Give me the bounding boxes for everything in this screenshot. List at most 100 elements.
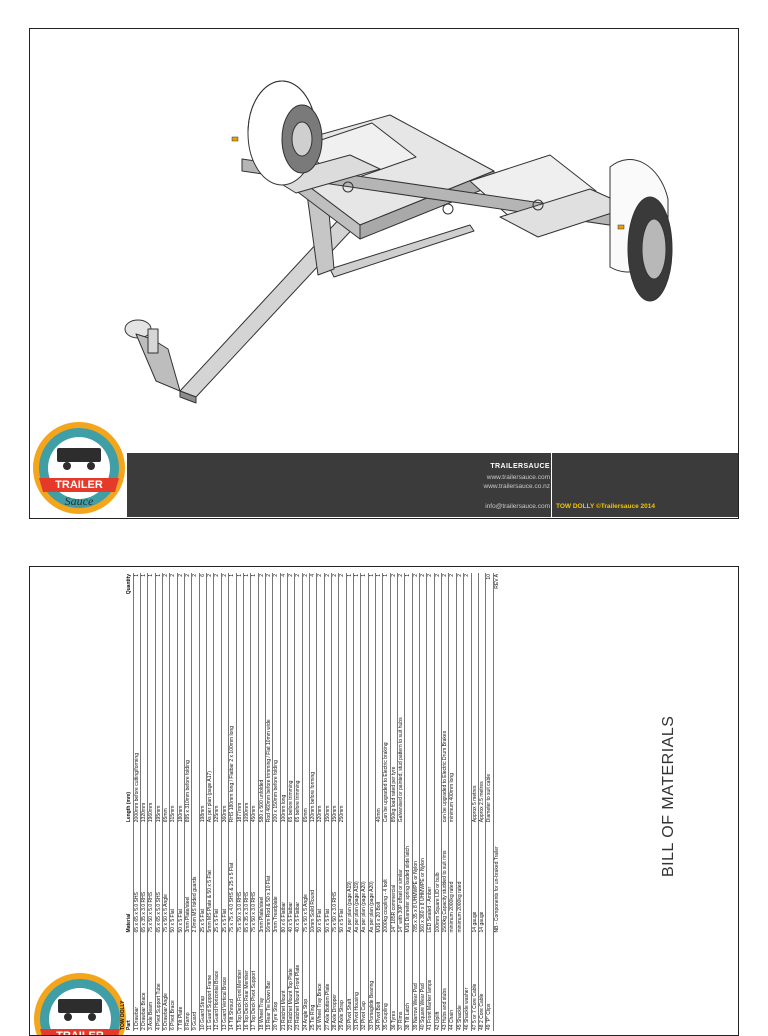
length-cell: minimum 400mm long — [448, 615, 457, 824]
length-cell: 1960mm — [147, 615, 156, 824]
quantity-cell: 2 — [324, 573, 332, 616]
quantity-cell: 1 — [346, 573, 354, 616]
length-cell: Diameter to suit cable — [485, 615, 494, 824]
length-cell: 65mm — [162, 615, 170, 824]
material-cell: 50 x 5 Flat — [169, 823, 178, 934]
banner-divider — [551, 453, 552, 517]
length-cell: 1877mm — [236, 615, 244, 824]
length-cell — [434, 615, 442, 824]
title-banner: TRAILERSAUCE www.trailersauce.com www.tr… — [127, 453, 738, 517]
part-cell: 4 Pivot Support Tube — [155, 933, 163, 1031]
material-cell: 14" with 30P offset or similar — [397, 823, 405, 934]
length-cell: 180mm — [177, 615, 185, 824]
quantity-cell: 1 — [404, 573, 413, 616]
part-cell: 29 Axle Strap — [338, 933, 347, 1031]
length-cell: 100mm long — [280, 615, 288, 824]
material-cell: 50 x 5 Flat — [324, 823, 332, 934]
quantity-cell — [471, 573, 479, 616]
material-cell: 16mm Rod & 50 x 10 Flat — [265, 823, 273, 934]
material-cell: 785 x 35 x 8 UHMWPE or Nylon — [412, 823, 420, 934]
part-cell: 26 Wheel Tray Brace — [316, 933, 325, 1031]
quantity-cell: 1 — [360, 573, 369, 616]
material-cell: As per plan (page A20) — [368, 823, 376, 934]
material-cell: 75 x 50 x 5.0 RHS — [147, 823, 156, 934]
quantity-cell: 2 — [316, 573, 325, 616]
length-cell — [191, 615, 200, 824]
quantity-cell: 2 — [463, 573, 471, 616]
material-cell: 14" 185R commercial — [390, 823, 398, 934]
material-cell: M16 Diameter spring loaded slide latch — [404, 823, 413, 934]
part-cell: 47 5 or 7 Core Cable — [471, 933, 479, 1031]
length-cell — [346, 615, 354, 824]
part-cell: 42 Uplift — [434, 933, 442, 1031]
length-cell: 360mm — [221, 615, 229, 824]
part-cell: 14 Tilt Shroud — [228, 933, 236, 1031]
quantity-cell: 2 — [426, 573, 435, 616]
length-cell — [463, 615, 471, 824]
material-cell: 75 x 50 x 3.0 RHS — [236, 823, 244, 934]
column-header: Quantity — [126, 574, 133, 595]
part-cell: 36 Tyres — [390, 933, 398, 1031]
material-cell: 25 x 5 Flat — [221, 823, 229, 934]
email-address: info@trailersauce.com — [485, 503, 550, 510]
drawing-reference: TOW DOLLY ©Trailersauce 2014 — [556, 503, 655, 510]
material-cell: 1500kg Capacity studded to suit rims — [441, 823, 449, 934]
website-link-nz: www.trailersauce.co.nz — [483, 483, 550, 490]
quantity-cell: 2 — [448, 573, 457, 616]
part-cell: 49 "P" Clips — [485, 933, 494, 1031]
part-cell: 5 Drawbar Angle — [162, 933, 170, 1031]
quantity-cell: 10 — [485, 573, 494, 616]
part-cell: 8 Ramp — [184, 933, 192, 1031]
quantity-cell: 1 — [236, 573, 244, 616]
quantity-cell: 1 — [228, 573, 236, 616]
length-cell: As per plan (page A17) — [206, 615, 214, 824]
part-cell: 31 Pivot Housing — [353, 933, 361, 1031]
svg-text:TRAILER: TRAILER — [55, 479, 103, 491]
part-cell: 24 Angle Stop — [302, 933, 310, 1031]
length-cell: 40mm — [375, 615, 383, 824]
part-cell: 39 Narrow Wear Pad — [412, 933, 420, 1031]
part-cell: 6 Pivot Brace — [169, 933, 178, 1031]
part-cell: 46 Shackle washer — [463, 933, 471, 1031]
material-cell: As per plan (page A20) — [360, 823, 369, 934]
drawing-sheet: TRAILERSAUCE www.trailersauce.com www.tr… — [29, 28, 739, 519]
trailersauce-logo: TRAILER Sauce — [33, 422, 125, 514]
quantity-cell: 2 — [221, 573, 229, 616]
part-cell: 34 Pivot Bolt — [375, 933, 383, 1031]
svg-text:Sauce: Sauce — [65, 494, 94, 508]
material-cell: 25 x 5 Flat — [213, 823, 222, 934]
quantity-cell: 4 — [309, 573, 317, 616]
material-cell: 100mm Square LID or bulb — [434, 823, 442, 934]
website-link: www.trailersauce.com — [486, 474, 550, 481]
length-cell: Galvanised or painted, stud pattern to s… — [397, 615, 405, 824]
quantity-cell: 1 — [382, 573, 391, 616]
part-cell: 21 Ratchet Mount — [280, 933, 288, 1031]
quantity-cell: 2 — [419, 573, 427, 616]
brand-name: TRAILERSAUCE — [490, 463, 550, 470]
column-header: Material — [126, 913, 133, 933]
part-cell: 33 Pomaglide Bearing — [368, 933, 376, 1031]
